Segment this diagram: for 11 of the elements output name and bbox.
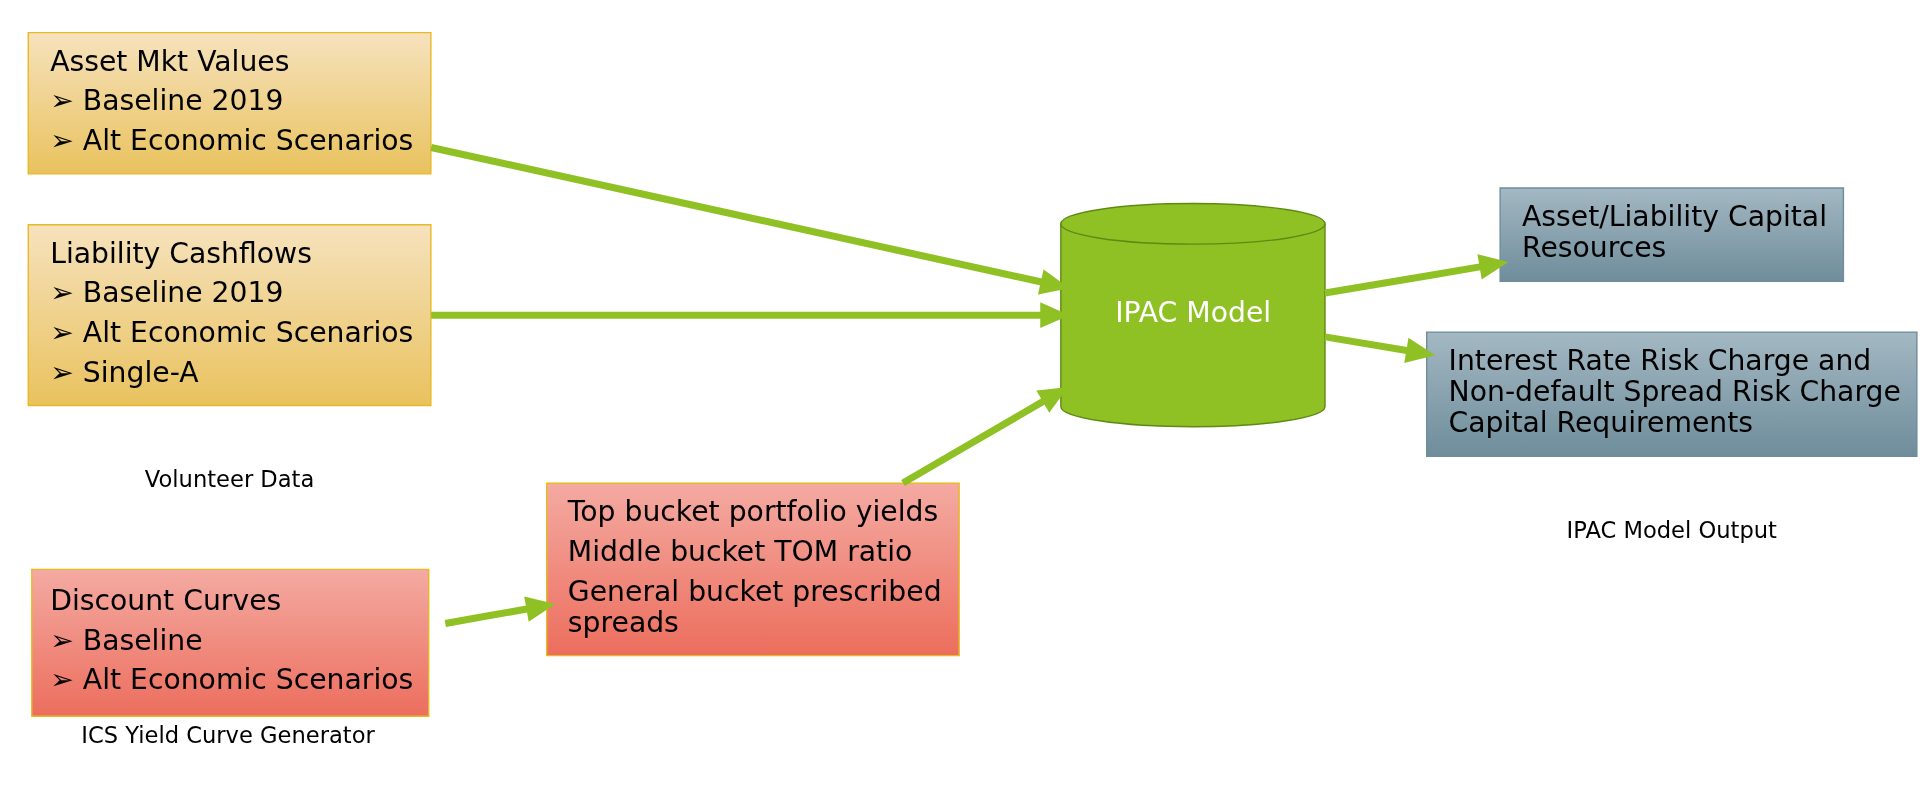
label: Volunteer Data [144, 465, 315, 492]
node-box: Interest Rate Risk Charge and Non-default Spread Risk Charge Capital Requirements [1426, 330, 1918, 457]
node-label: ICS Yield Curve Generator [81, 721, 375, 748]
arrow [1324, 253, 1509, 297]
arrow [1324, 332, 1436, 363]
arrow [444, 596, 556, 627]
node-box: Top bucket portfolio yields Middle bucket TOM ratio General bucket prescribed spreads [545, 482, 960, 656]
node-box: Asset/Liability Capital Resources [1499, 186, 1845, 282]
node-box: Liability Cashflows ➢ Baseline 2019 ➢ Alt Economic Scenarios ➢ Single-A [27, 223, 432, 406]
label: IPAC Model Output [1566, 516, 1777, 543]
node-box: Asset Mkt Values ➢ Baseline 2019 ➢ Alt Economic Scenarios [27, 31, 432, 175]
